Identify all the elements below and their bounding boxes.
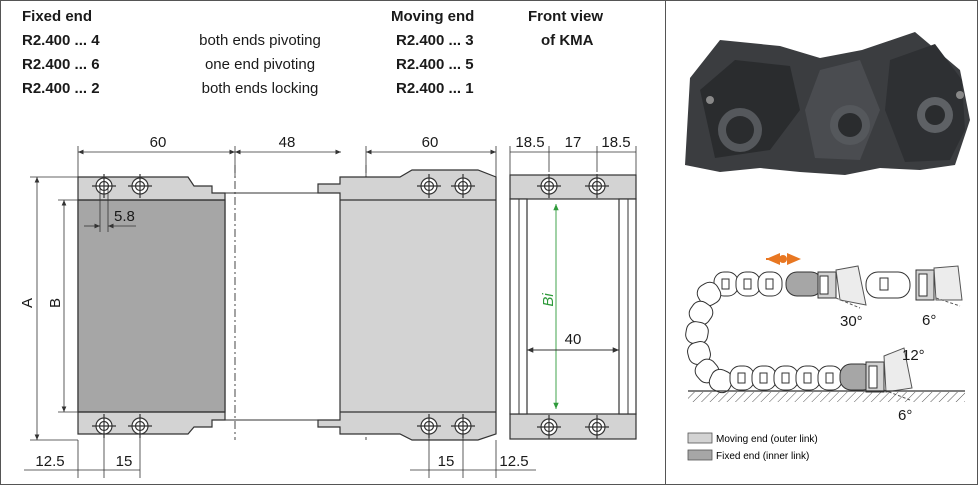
moving-end-link [317, 169, 497, 441]
dim-fixed-width: 60 [150, 134, 167, 151]
top-dimension-lines [77, 146, 637, 178]
bolt-icon [537, 415, 561, 439]
chain-link-icon [735, 271, 761, 297]
dim-inner-width: 40 [565, 331, 582, 348]
chain-link-icon [696, 281, 722, 307]
dim-front-c: 18.5 [601, 134, 630, 151]
moving-end-heading: Moving end [391, 8, 475, 25]
dim-hole: 5.8 [114, 208, 135, 225]
fixed-end-heading: Fixed end [22, 8, 93, 25]
dim-label-a: A [19, 298, 36, 308]
front-view-subheading: of KMA [541, 32, 594, 49]
product-photo [685, 32, 970, 175]
chain-link-icon [795, 365, 821, 391]
fixed-end-link [77, 176, 226, 435]
bolt-icon [585, 415, 609, 439]
mount-description-3: both ends locking [201, 80, 319, 97]
chain-link-icon [817, 365, 843, 391]
dim-pitch: 48 [279, 134, 296, 151]
dim-front-a: 18.5 [515, 134, 544, 151]
dim-bottom-left-a: 12.5 [35, 453, 64, 470]
front-view-heading: Front view [528, 8, 604, 25]
bolt-icon [537, 174, 561, 198]
movement-arrow-icon [766, 253, 801, 265]
mount-description-2: one end pivoting [204, 56, 316, 73]
fixed-end-part-3: R2.400 ... 2 [22, 80, 100, 97]
dim-moving-width: 60 [422, 134, 439, 151]
legend: Moving end (outer link) Fixed end (inner… [687, 432, 818, 462]
legend-fixed-label: Fixed end (inner link) [716, 451, 809, 462]
bolt-icon [451, 414, 475, 438]
bolt-icon [128, 414, 152, 438]
angle-6-bottom: 6° [898, 407, 912, 424]
panel-divider [665, 0, 666, 485]
moving-end-part-1: R2.400 ... 3 [396, 32, 474, 49]
bolt-icon [92, 414, 116, 438]
bolt-icon [417, 174, 441, 198]
angle-6-top: 6° [922, 312, 936, 329]
legend-swatch-moving [687, 432, 713, 444]
chain-end-piece-icon [865, 269, 935, 301]
hole-dimension [84, 186, 136, 232]
chain-link-icon [757, 271, 783, 297]
dim-bottom-right-a: 15 [438, 453, 455, 470]
bolt-icon [417, 414, 441, 438]
bolt-icon [585, 174, 609, 198]
moving-end-part-3: R2.400 ... 1 [396, 80, 474, 97]
fixed-end-part-1: R2.400 ... 4 [22, 32, 100, 49]
bolt-icon [451, 174, 475, 198]
moving-end-part-2: R2.400 ... 5 [396, 56, 474, 73]
chain-link-icon [839, 361, 885, 393]
mount-description-1: both ends pivoting [199, 32, 321, 49]
legend-moving-label: Moving end (outer link) [716, 434, 818, 445]
front-view-dimensions [527, 204, 619, 409]
ground-surface [688, 390, 965, 402]
angle-30: 30° [840, 313, 863, 330]
fixed-end-part-2: R2.400 ... 6 [22, 56, 100, 73]
front-view-bolts [537, 174, 609, 439]
dim-front-b: 17 [565, 134, 582, 151]
height-dimensions [30, 176, 78, 441]
dim-label-b: B [47, 298, 64, 308]
angle-12: 12° [902, 347, 925, 364]
chain-link-icon [751, 365, 777, 391]
bottom-dimension-lines [24, 438, 536, 478]
chain-link-icon [785, 271, 837, 299]
dim-label-bi: Bi [540, 293, 557, 307]
chain-schematic [685, 265, 963, 401]
legend-swatch-fixed [687, 449, 713, 461]
chain-link-icon [773, 365, 799, 391]
front-view-link [509, 174, 637, 440]
dim-bottom-left-b: 15 [116, 453, 133, 470]
bolt-icon [128, 174, 152, 198]
chain-link-icon [729, 365, 755, 391]
link-middle-outline [225, 192, 320, 421]
dim-bottom-right-b: 12.5 [499, 453, 528, 470]
